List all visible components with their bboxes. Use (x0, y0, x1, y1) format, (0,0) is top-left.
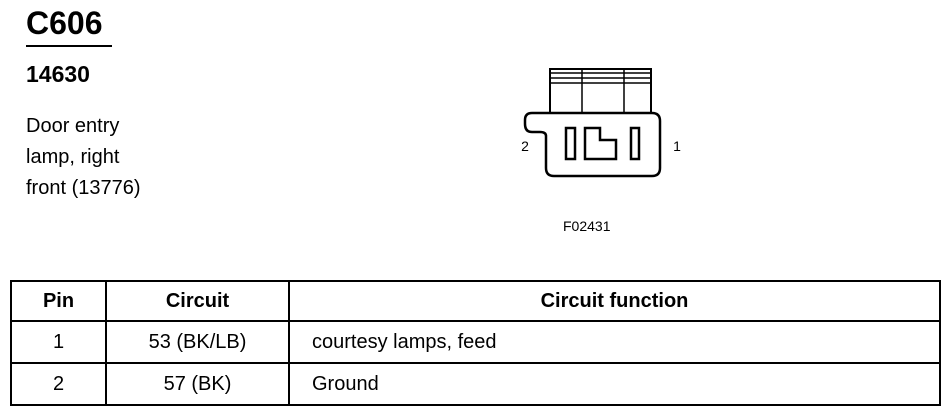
table-header-row: Pin Circuit Circuit function (10, 280, 941, 322)
function-cell: Ground (288, 362, 941, 406)
connector-housing (523, 111, 662, 178)
function-cell: courtesy lamps, feed (288, 320, 941, 364)
table-row: 1 53 (BK/LB) courtesy lamps, feed (10, 320, 941, 364)
column-header-function: Circuit function (288, 280, 941, 322)
description-line: lamp, right (26, 146, 120, 168)
connector-description: Door entry lamp, right front (13776) (26, 111, 226, 204)
pin-cell: 1 (10, 320, 107, 364)
column-header-pin: Pin (10, 280, 107, 322)
figure-code: F02431 (563, 218, 611, 234)
connector-wire-grid (549, 68, 652, 114)
pin-label-right: 1 (673, 138, 681, 154)
terminal-cavities (564, 126, 641, 161)
column-header-circuit: Circuit (105, 280, 290, 322)
table-row: 2 57 (BK) Ground (10, 362, 941, 406)
description-line: front (13776) (26, 177, 141, 199)
pinout-table: Pin Circuit Circuit function 1 53 (BK/LB… (10, 280, 941, 406)
pin-label-left: 2 (521, 138, 529, 154)
description-line: Door entry (26, 115, 120, 137)
pin-cell: 2 (10, 362, 107, 406)
part-number: 14630 (26, 61, 90, 87)
connector-id: C606 (26, 5, 103, 41)
connector-face-diagram: 2 1 (521, 68, 681, 178)
circuit-cell: 57 (BK) (105, 362, 290, 406)
title-underline (26, 45, 112, 47)
circuit-cell: 53 (BK/LB) (105, 320, 290, 364)
